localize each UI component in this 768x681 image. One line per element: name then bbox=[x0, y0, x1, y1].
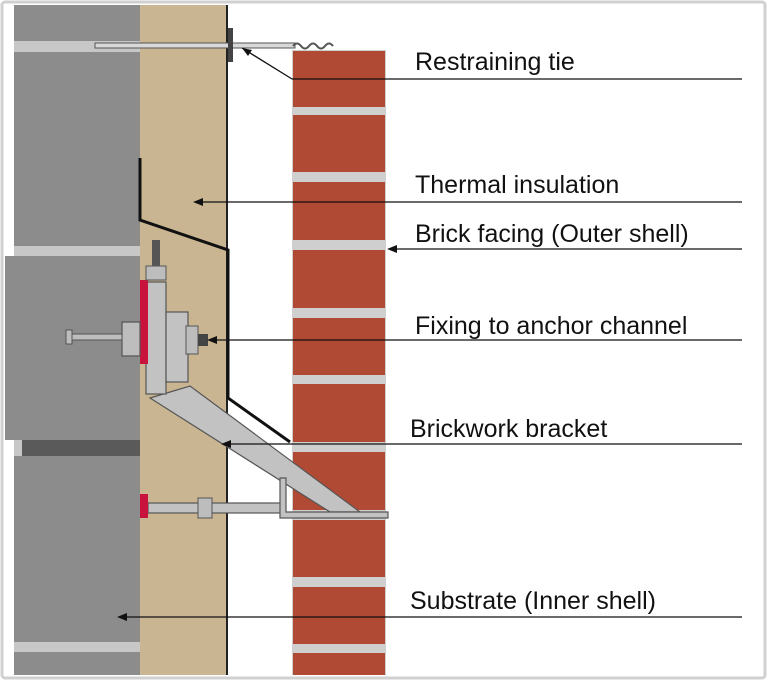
substrate-block bbox=[14, 5, 140, 41]
label-brick-facing: Brick facing (Outer shell) bbox=[415, 220, 689, 248]
brick bbox=[293, 115, 385, 172]
callout-fixing: Fixing to anchor channel bbox=[207, 312, 742, 344]
callout-bracket: Brickwork bracket bbox=[221, 415, 742, 448]
callout-restraining-tie: Restraining tie bbox=[241, 47, 742, 80]
gasket bbox=[140, 280, 148, 364]
substrate-block-dark bbox=[22, 440, 140, 456]
substrate-block bbox=[14, 52, 140, 246]
gasket bbox=[140, 494, 148, 518]
label-restraining-tie: Restraining tie bbox=[415, 48, 575, 76]
label-thermal-insulation: Thermal insulation bbox=[415, 171, 619, 199]
brickwork-bracket bbox=[65, 240, 389, 519]
brick bbox=[293, 520, 385, 577]
substrate-block bbox=[14, 456, 140, 642]
brick bbox=[293, 250, 385, 308]
substrate-block bbox=[14, 652, 140, 675]
brick bbox=[293, 384, 385, 442]
callout-thermal-insulation: Thermal insulation bbox=[193, 171, 742, 206]
brick bbox=[293, 318, 385, 375]
substrate-block bbox=[5, 256, 140, 440]
cavity-tray-membrane bbox=[138, 158, 291, 444]
label-bracket: Brickwork bracket bbox=[410, 415, 607, 443]
brick-facing-outer-shell bbox=[292, 50, 386, 675]
callout-substrate: Substrate (Inner shell) bbox=[117, 587, 742, 621]
brick bbox=[293, 587, 385, 644]
label-substrate: Substrate (Inner shell) bbox=[410, 587, 656, 615]
label-fixing: Fixing to anchor channel bbox=[415, 312, 687, 340]
brick bbox=[293, 653, 385, 675]
restraining-tie bbox=[94, 28, 334, 62]
brick bbox=[293, 182, 385, 240]
callout-brick-facing: Brick facing (Outer shell) bbox=[387, 220, 742, 253]
